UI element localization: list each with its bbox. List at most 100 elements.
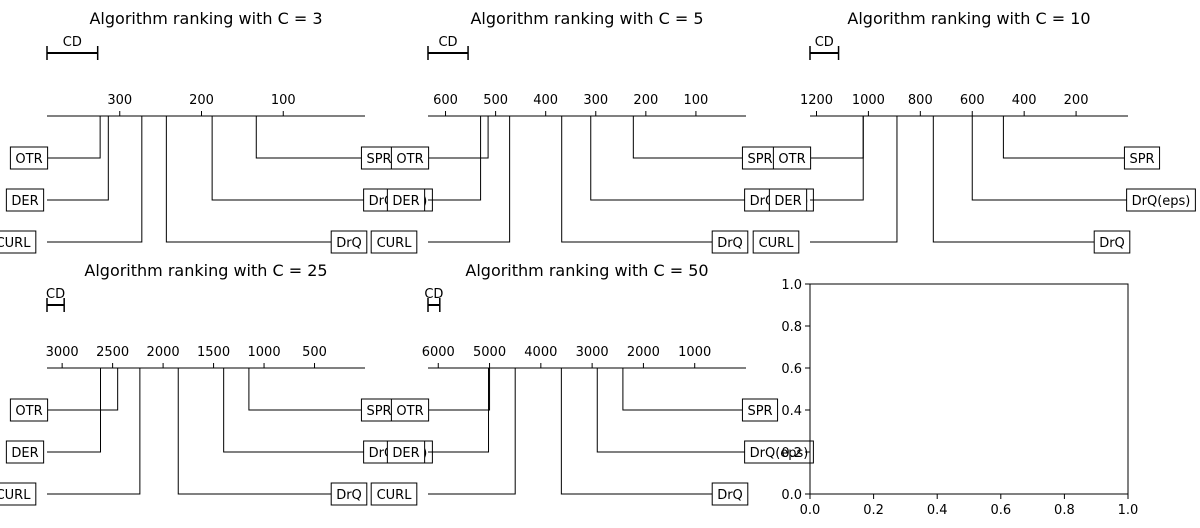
axis-tick-label: 600 (960, 93, 985, 108)
algorithm-label-drq: DrQ (336, 488, 362, 503)
rank-connector (428, 368, 491, 411)
algorithm-label-curl-box (370, 230, 418, 254)
algorithm-label-otr-box (390, 146, 430, 170)
algorithm-label-curl: CURL (377, 488, 413, 503)
axis-tick-label: 1500 (197, 345, 230, 360)
algorithm-label-der-box (386, 440, 426, 464)
chart-title: Algorithm ranking with C = 5 (470, 9, 703, 28)
algorithm-label-otr: OTR (15, 404, 42, 419)
rank-connector (165, 116, 333, 243)
rank-connector (428, 116, 482, 201)
rank-connector (632, 116, 746, 159)
axis-tick-label: 200 (1064, 93, 1089, 108)
algorithm-label-spr: SPR (366, 404, 391, 419)
algorithm-label-spr: SPR (747, 152, 772, 167)
axis-tick-label: 1000 (248, 345, 281, 360)
algorithm-label-drqeps: DrQ(eps) (1132, 194, 1191, 209)
chart-title: Algorithm ranking with C = 10 (847, 9, 1090, 28)
rank-connector (590, 116, 746, 201)
axis-tick-label: 3000 (46, 345, 79, 360)
y-tick-label: 0.6 (781, 362, 802, 377)
rank-connector (223, 368, 365, 453)
axis-tick-label: 6000 (422, 345, 455, 360)
algorithm-label-otr: OTR (396, 152, 423, 167)
rank-connector (428, 368, 490, 453)
algorithm-label-drq-box (330, 482, 368, 506)
algorithm-label-spr: SPR (366, 152, 391, 167)
axes-frame (809, 283, 1129, 495)
rank-connector (810, 116, 864, 201)
cd-label: CD (63, 35, 82, 50)
axis-tick-label: 3000 (576, 345, 609, 360)
algorithm-label-spr: SPR (1129, 152, 1154, 167)
algorithm-label-curl: CURL (0, 236, 31, 251)
algorithm-label-spr-box (741, 398, 779, 422)
rank-connector (428, 116, 489, 159)
rank-connector (47, 116, 101, 159)
algorithm-label-drqeps-box (744, 440, 814, 464)
algorithm-label-drq-box (711, 482, 749, 506)
axis-tick-label: 1000 (852, 93, 885, 108)
rank-connector (596, 368, 746, 453)
algorithm-label-drq-box (1093, 230, 1131, 254)
axis-tick-label: 500 (302, 345, 327, 360)
algorithm-label-spr-box (1123, 146, 1161, 170)
algorithm-label-curl: CURL (0, 488, 31, 503)
x-tick-label: 0.6 (990, 503, 1011, 518)
y-tick-label: 0.8 (781, 320, 802, 335)
algorithm-label-der: DER (11, 446, 38, 461)
algorithm-label-drqeps: DrQ(eps) (750, 446, 809, 461)
algorithm-label-otr-box (9, 398, 49, 422)
x-tick-label: 1.0 (1118, 503, 1139, 518)
axis-tick-label: 500 (483, 93, 508, 108)
rank-connector (428, 368, 516, 495)
algorithm-label-der: DER (392, 194, 419, 209)
cd-label: CD (46, 287, 65, 302)
algorithm-label-curl: CURL (759, 236, 795, 251)
axis-tick-label: 800 (908, 93, 933, 108)
x-tick-label: 0.0 (800, 503, 821, 518)
rank-connector (177, 368, 333, 495)
algorithm-label-drq: DrQ (1099, 236, 1125, 251)
axis-tick-label: 5000 (473, 345, 506, 360)
axis-tick-label: 400 (533, 93, 558, 108)
axis-tick-label: 600 (433, 93, 458, 108)
algorithm-label-der-box (5, 188, 45, 212)
algorithm-label-curl-box (370, 482, 418, 506)
algorithm-label-otr: OTR (396, 404, 423, 419)
rank-connector (810, 116, 898, 243)
algorithm-label-otr-box (772, 146, 812, 170)
algorithm-label-curl-box (0, 230, 37, 254)
y-tick-label: 0.2 (781, 446, 802, 461)
rank-connector (561, 116, 714, 243)
axis-tick-label: 4000 (524, 345, 557, 360)
rank-connector (47, 116, 143, 243)
axis-tick-label: 400 (1012, 93, 1037, 108)
x-tick-label: 0.2 (863, 503, 884, 518)
rank-connector (211, 116, 365, 201)
axis-tick-label: 200 (189, 93, 214, 108)
rank-connector (932, 116, 1096, 243)
algorithm-label-der: DER (392, 446, 419, 461)
y-tick-label: 0.4 (781, 404, 802, 419)
axis-tick-label: 100 (271, 93, 296, 108)
algorithm-label-otr: OTR (778, 152, 805, 167)
rank-connector (248, 368, 365, 411)
y-tick-label: 0.0 (781, 488, 802, 503)
rank-connector (47, 368, 102, 453)
algorithm-label-otr-box (390, 398, 430, 422)
algorithm-label-der-box (386, 188, 426, 212)
algorithm-label-drq-box (330, 230, 368, 254)
axis-tick-label: 1000 (678, 345, 711, 360)
axis-tick-label: 300 (107, 93, 132, 108)
rank-connector (971, 116, 1128, 201)
rank-connector (47, 116, 109, 201)
algorithm-label-curl-box (752, 230, 800, 254)
